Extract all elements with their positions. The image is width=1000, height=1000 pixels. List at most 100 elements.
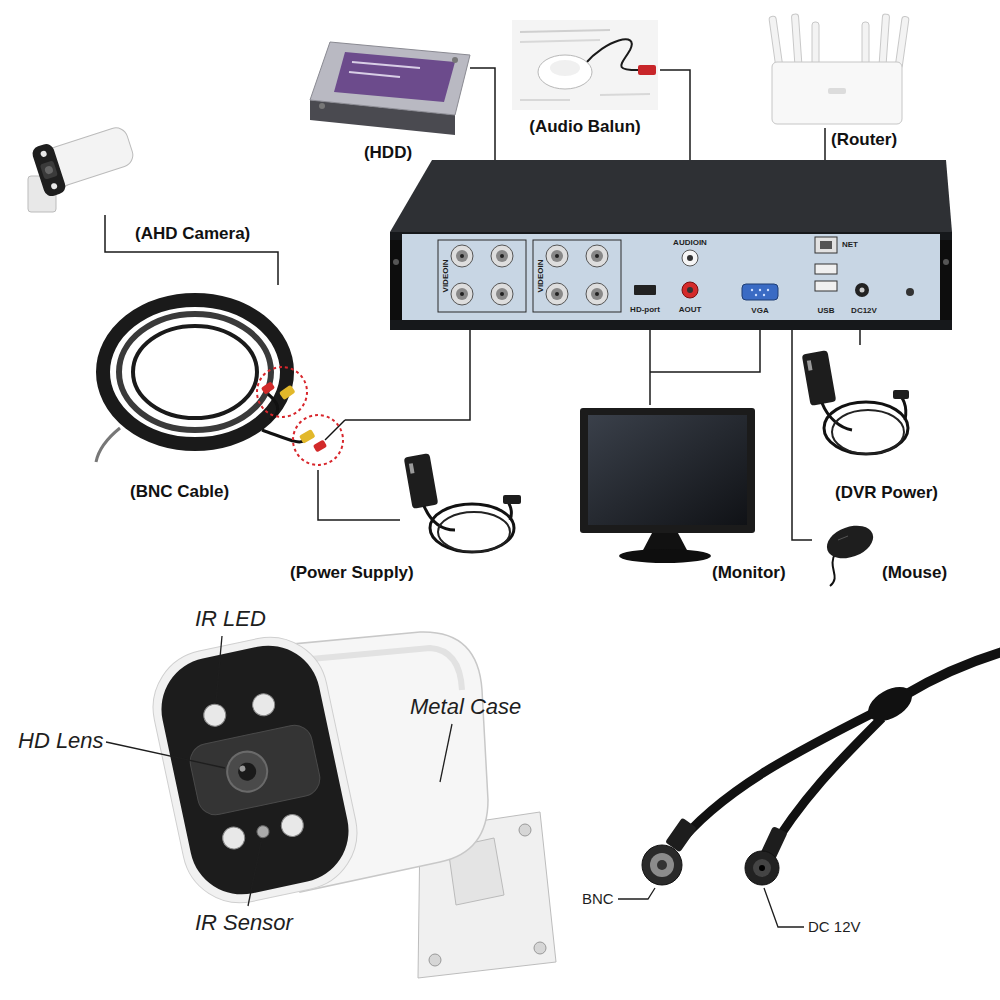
large-camera-picture [237, 761, 258, 782]
power-supply-picture [438, 512, 510, 552]
connector-label: BNC [582, 890, 614, 907]
bnc-port [586, 245, 608, 267]
large-camera-picture [519, 824, 531, 836]
power-supply-picture [404, 453, 521, 552]
bnc-port [496, 250, 508, 262]
dvr-picture [767, 289, 769, 291]
large-camera-picture [142, 627, 367, 914]
large-camera-picture [142, 627, 367, 914]
ahd-camera-picture [28, 119, 138, 212]
dvr-picture [906, 288, 914, 296]
mouse-picture [838, 536, 848, 540]
power-supply: (Power Supply) [400, 450, 525, 560]
ahd-camera-picture [30, 119, 137, 198]
large-camera-picture [223, 748, 270, 795]
dvr-picture [634, 285, 656, 295]
hdd-picture [352, 62, 420, 68]
bnc-port [586, 283, 608, 305]
dvr-picture [815, 237, 837, 253]
audio-balun-picture [512, 20, 658, 110]
hdd-picture [310, 42, 470, 135]
large-camera-picture [142, 627, 556, 978]
dvr-picture [815, 264, 837, 274]
connection-wire [792, 330, 812, 540]
bnc-cable-picture [119, 314, 271, 430]
dvr-picture [943, 259, 949, 265]
port-label: NET [842, 240, 858, 249]
bnc-port [595, 254, 599, 258]
connection-wire [318, 470, 400, 520]
connection-wire [649, 330, 651, 405]
part-label: HD Lens [18, 728, 104, 753]
dvr-picture [533, 240, 621, 312]
port-label: VGA [751, 306, 768, 315]
leader-line [106, 636, 804, 927]
audio-balun-picture [520, 30, 610, 32]
large-camera-picture [534, 942, 546, 954]
bnc-port [451, 245, 608, 305]
connection-wire [105, 215, 278, 285]
device-caption: (DVR Power) [835, 483, 938, 503]
port-label: AOUT [679, 305, 702, 314]
bnc-cable-picture [293, 415, 343, 465]
bnc-port [551, 250, 563, 262]
large-camera-picture [429, 954, 441, 966]
ahd-camera-picture [44, 165, 54, 175]
mouse-picture [822, 520, 877, 586]
leader-line [440, 724, 452, 782]
dvr-picture [390, 160, 952, 232]
large-camera-picture [256, 825, 270, 839]
dvr-picture [682, 282, 698, 298]
part-label: Metal Case [410, 694, 521, 719]
audio-balun-picture [600, 94, 650, 95]
bnc-dc-cable-picture [862, 680, 918, 728]
audio-balun-picture [512, 20, 658, 110]
mouse-picture [822, 520, 877, 565]
bnc-cable-picture [261, 381, 275, 394]
monitor-picture [588, 415, 747, 525]
audio-balun-picture [550, 60, 580, 76]
bnc-port [451, 245, 473, 267]
device-caption: (Monitor) [712, 563, 786, 583]
bnc-cable-picture [96, 428, 120, 462]
bnc-port [500, 254, 504, 258]
router-picture [879, 14, 890, 66]
router-picture [862, 22, 869, 66]
ahd-camera-picture [40, 150, 48, 158]
device-caption: (Mouse) [882, 563, 947, 583]
dvr-picture [742, 284, 778, 300]
bnc-dc-cable-picture [759, 865, 765, 871]
vga-wire [650, 330, 760, 372]
router-picture [769, 14, 909, 124]
dvr-picture [860, 288, 865, 293]
dvr-picture [940, 240, 952, 320]
bnc-cable-picture [257, 367, 307, 417]
dvr-power: (DVR Power) [800, 345, 912, 475]
router-picture [828, 88, 846, 94]
leader-line [618, 888, 655, 899]
ahd-camera-picture [30, 142, 67, 198]
audio-balun-picture [538, 55, 592, 89]
large-camera-picture [279, 812, 305, 838]
dvr-picture [820, 241, 832, 249]
audio-balun-picture [520, 99, 570, 101]
bnc-port [496, 288, 508, 300]
dvr-picture [687, 287, 693, 293]
power-supply-picture [409, 463, 415, 474]
large-camera-picture [239, 765, 246, 772]
ahd-camera: (AHD Camera) [22, 112, 132, 215]
hdd: (HDD) [305, 40, 470, 140]
dvr-picture [438, 240, 526, 312]
bnc-cable-picture [96, 300, 345, 465]
connection-wire [345, 330, 470, 420]
dvr-picture [815, 281, 837, 291]
large-camera-picture [202, 702, 228, 728]
dvr-power-picture [893, 390, 909, 399]
bnc-cable-picture [313, 440, 327, 453]
monitor-picture [619, 549, 711, 563]
bnc-port [451, 283, 473, 305]
power-supply-picture [404, 453, 439, 509]
dvr-recorder: VIDEOINVIDEOINAUDIOINAOUTHD-portVGANETUS… [390, 160, 952, 330]
